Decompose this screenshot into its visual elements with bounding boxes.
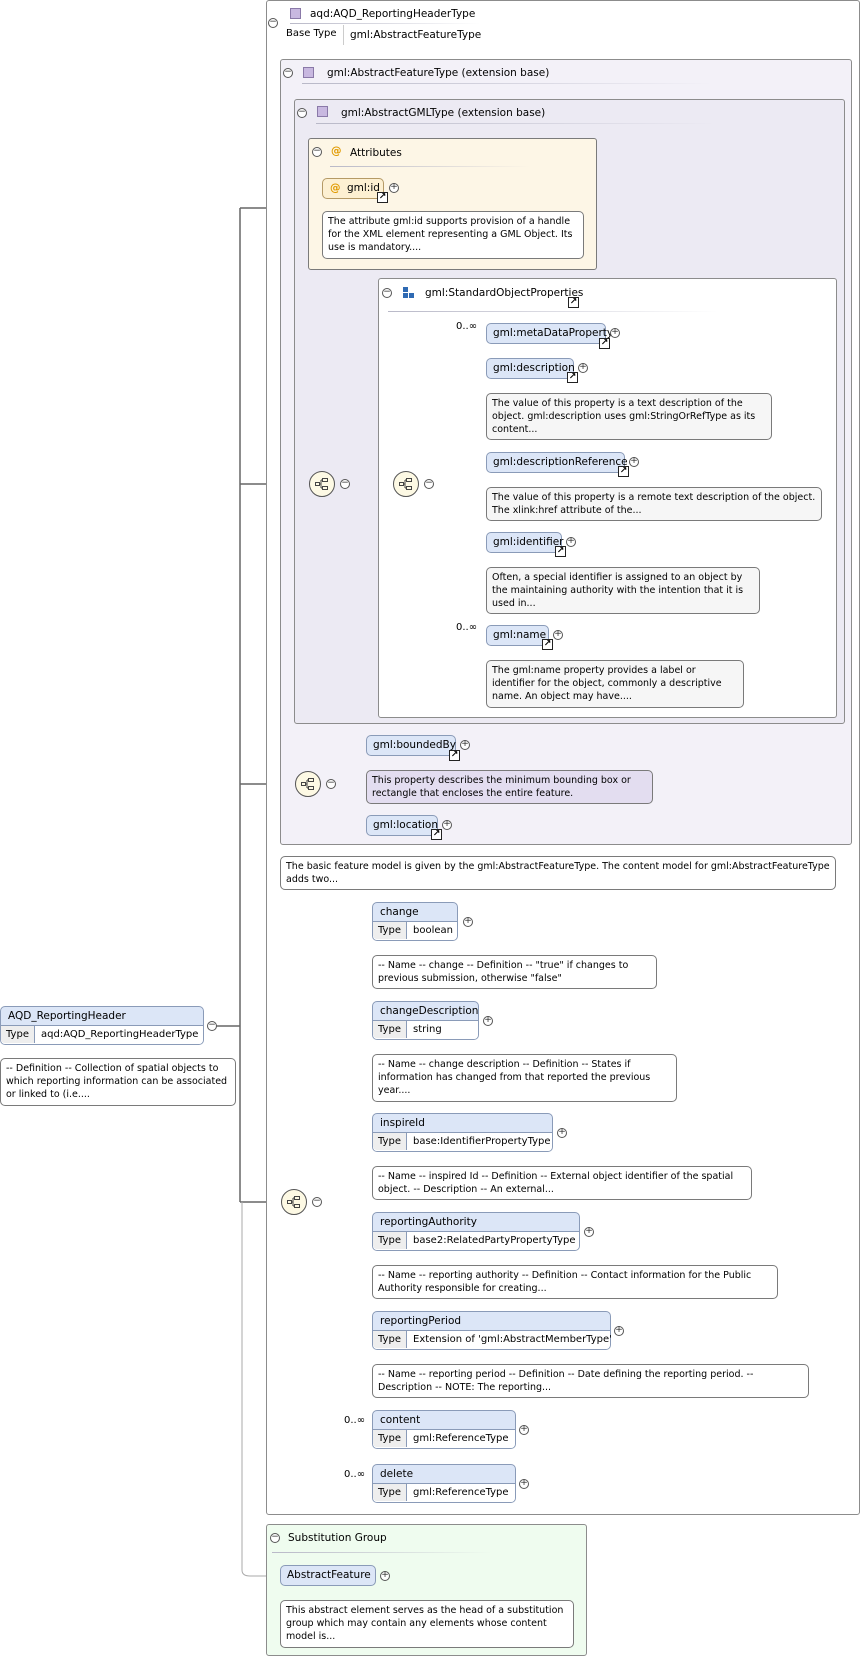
complex-type-icon	[290, 8, 301, 19]
extension-feature-title: gml:AbstractFeatureType (extension base)	[327, 67, 550, 79]
type-title: aqd:AQD_ReportingHeaderType	[310, 8, 476, 20]
expand-icon[interactable]: +	[442, 819, 452, 830]
expand-icon[interactable]: +	[389, 182, 399, 193]
complex-type-icon	[317, 106, 328, 117]
sequence-compositor-icon[interactable]	[295, 771, 321, 797]
expand-icon[interactable]: +	[584, 1226, 594, 1237]
expand-icon[interactable]: +	[483, 1015, 493, 1026]
reference-arrow-icon[interactable]: ↗	[567, 372, 578, 383]
element-name[interactable]: gml:name	[486, 625, 549, 646]
expand-icon[interactable]: +	[553, 629, 563, 640]
attribute-at-icon: @	[331, 145, 342, 157]
root-note: -- Definition -- Collection of spatial o…	[0, 1058, 236, 1106]
collapse-sequence-icon[interactable]: −	[326, 778, 336, 789]
sequence-compositor-icon[interactable]	[309, 471, 335, 497]
collapse-sequence-icon[interactable]: −	[424, 478, 434, 489]
collapse-sequence-icon[interactable]: −	[312, 1196, 322, 1207]
gml-id-note: The attribute gml:id supports provision …	[322, 211, 584, 259]
inspire-id-note: -- Name -- inspired Id -- Definition -- …	[372, 1166, 752, 1200]
extension-gml-title: gml:AbstractGMLType (extension base)	[341, 107, 546, 119]
reference-arrow-icon[interactable]: ↗	[618, 466, 629, 477]
expand-icon[interactable]: +	[614, 1325, 624, 1336]
sequence-compositor-icon[interactable]	[393, 471, 419, 497]
element-abstract-feature[interactable]: AbstractFeature	[280, 1565, 376, 1586]
element-description[interactable]: gml:description	[486, 358, 575, 379]
occurrence-label: 0..∞	[344, 1415, 366, 1426]
attributes-title: Attributes	[350, 147, 402, 159]
reference-arrow-icon[interactable]: ↗	[599, 338, 610, 349]
std-props-title: gml:StandardObjectProperties	[425, 287, 584, 299]
occurrence-label: 0..∞	[456, 622, 478, 633]
expand-icon[interactable]: +	[629, 456, 639, 467]
expand-icon[interactable]: +	[519, 1478, 529, 1489]
reference-arrow-icon[interactable]: ↗	[568, 297, 579, 308]
element-identifier[interactable]: gml:identifier	[486, 532, 563, 553]
collapse-feature-icon[interactable]: −	[283, 67, 293, 78]
collapse-root-icon[interactable]: −	[207, 1020, 217, 1031]
change-description-note: -- Name -- change description -- Definit…	[372, 1054, 677, 1102]
root-element[interactable]: AQD_ReportingHeader Type aqd:AQD_Reportin…	[0, 1006, 204, 1045]
expand-icon[interactable]: +	[519, 1424, 529, 1435]
reference-arrow-icon[interactable]: ↗	[555, 546, 566, 557]
expand-icon[interactable]: +	[463, 916, 473, 927]
substitution-title: Substitution Group	[288, 1532, 387, 1544]
collapse-type-icon[interactable]: −	[268, 17, 278, 28]
identifier-note: Often, a special identifier is assigned …	[486, 567, 760, 614]
sequence-compositor-icon[interactable]	[281, 1189, 307, 1215]
collapse-attributes-icon[interactable]: −	[312, 146, 322, 157]
bounded-by-note: This property describes the minimum boun…	[366, 770, 653, 804]
reference-arrow-icon[interactable]: ↗	[431, 829, 442, 840]
element-description-reference[interactable]: gml:descriptionReference	[486, 452, 628, 473]
element-location[interactable]: gml:location	[366, 815, 438, 836]
collapse-gml-icon[interactable]: −	[297, 107, 307, 118]
element-metadata-property[interactable]: gml:metaDataProperty	[486, 323, 613, 344]
occurrence-label: 0..∞	[344, 1469, 366, 1480]
collapse-sequence-icon[interactable]: −	[340, 478, 350, 489]
expand-icon[interactable]: +	[610, 327, 620, 338]
reference-arrow-icon[interactable]: ↗	[542, 639, 553, 650]
reference-arrow-icon[interactable]: ↗	[449, 750, 460, 761]
substitution-note: This abstract element serves as the head…	[280, 1600, 574, 1648]
reference-arrow-icon[interactable]: ↗	[377, 192, 388, 203]
attribute-gml-id[interactable]: gml:id	[322, 178, 384, 199]
base-type-label: Base Type	[280, 25, 344, 45]
description-reference-note: The value of this property is a remote t…	[486, 487, 822, 521]
expand-icon[interactable]: +	[557, 1127, 567, 1138]
change-note: -- Name -- change -- Definition -- "true…	[372, 955, 657, 989]
reporting-authority-note: -- Name -- reporting authority -- Defini…	[372, 1265, 778, 1299]
complex-type-icon	[303, 67, 314, 78]
feature-note: The basic feature model is given by the …	[280, 856, 836, 890]
expand-icon[interactable]: +	[578, 362, 588, 373]
element-bounded-by[interactable]: gml:boundedBy	[366, 735, 456, 756]
expand-icon[interactable]: +	[380, 1570, 390, 1581]
collapse-substitution-icon[interactable]: −	[270, 1532, 280, 1543]
group-icon	[403, 287, 415, 299]
base-type-value: gml:AbstractFeatureType	[350, 29, 482, 41]
name-note: The gml:name property provides a label o…	[486, 660, 744, 708]
attribute-at-icon: @	[330, 182, 341, 194]
expand-icon[interactable]: +	[460, 739, 470, 750]
root-element-name: AQD_ReportingHeader	[8, 1010, 126, 1022]
occurrence-label: 0..∞	[456, 321, 478, 332]
root-element-type: aqd:AQD_ReportingHeaderType	[41, 1029, 199, 1040]
expand-icon[interactable]: +	[566, 536, 576, 547]
reporting-period-note: -- Name -- reporting period -- Definitio…	[372, 1364, 809, 1398]
collapse-std-props-icon[interactable]: −	[382, 287, 392, 298]
description-note: The value of this property is a text des…	[486, 393, 772, 440]
type-label: Type	[1, 1026, 35, 1043]
